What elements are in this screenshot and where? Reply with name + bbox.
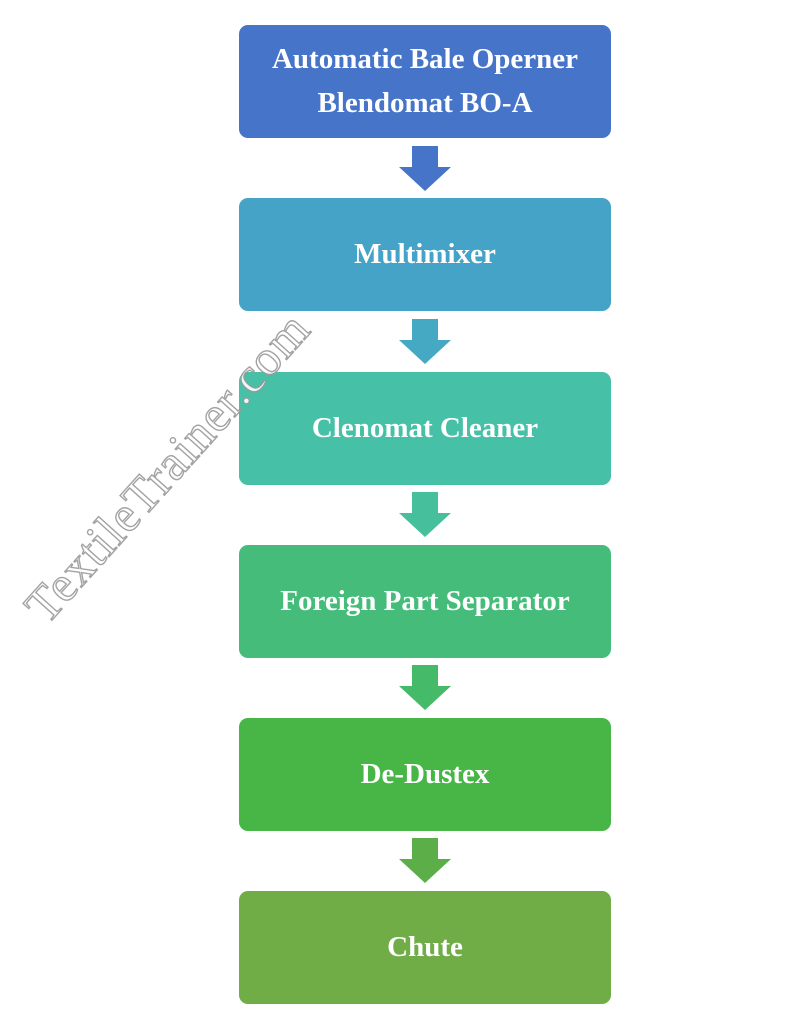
step-clenomat-cleaner: Clenomat Cleaner [239,372,611,485]
step-chute: Chute [239,891,611,1004]
down-arrow-icon [399,492,451,537]
down-arrow-icon [399,838,451,883]
step-label: Clenomat Cleaner [311,411,539,444]
down-arrow-icon [399,146,451,191]
step-de-dustex: De-Dustex [239,718,611,831]
step-label: Foreign Part Separator [280,584,570,617]
step-automatic-bale-opener: Automatic Bale Operner Blendomat BO-A [239,25,611,138]
step-label: Automatic Bale Operner Blendomat BO-A [271,43,579,119]
down-arrow-icon [399,665,451,710]
step-label: Multimixer [354,237,496,270]
step-foreign-part-separator: Foreign Part Separator [239,545,611,658]
down-arrow-icon [399,319,451,364]
step-label: Chute [387,930,463,963]
step-label: De-Dustex [360,757,490,790]
step-multimixer: Multimixer [239,198,611,311]
